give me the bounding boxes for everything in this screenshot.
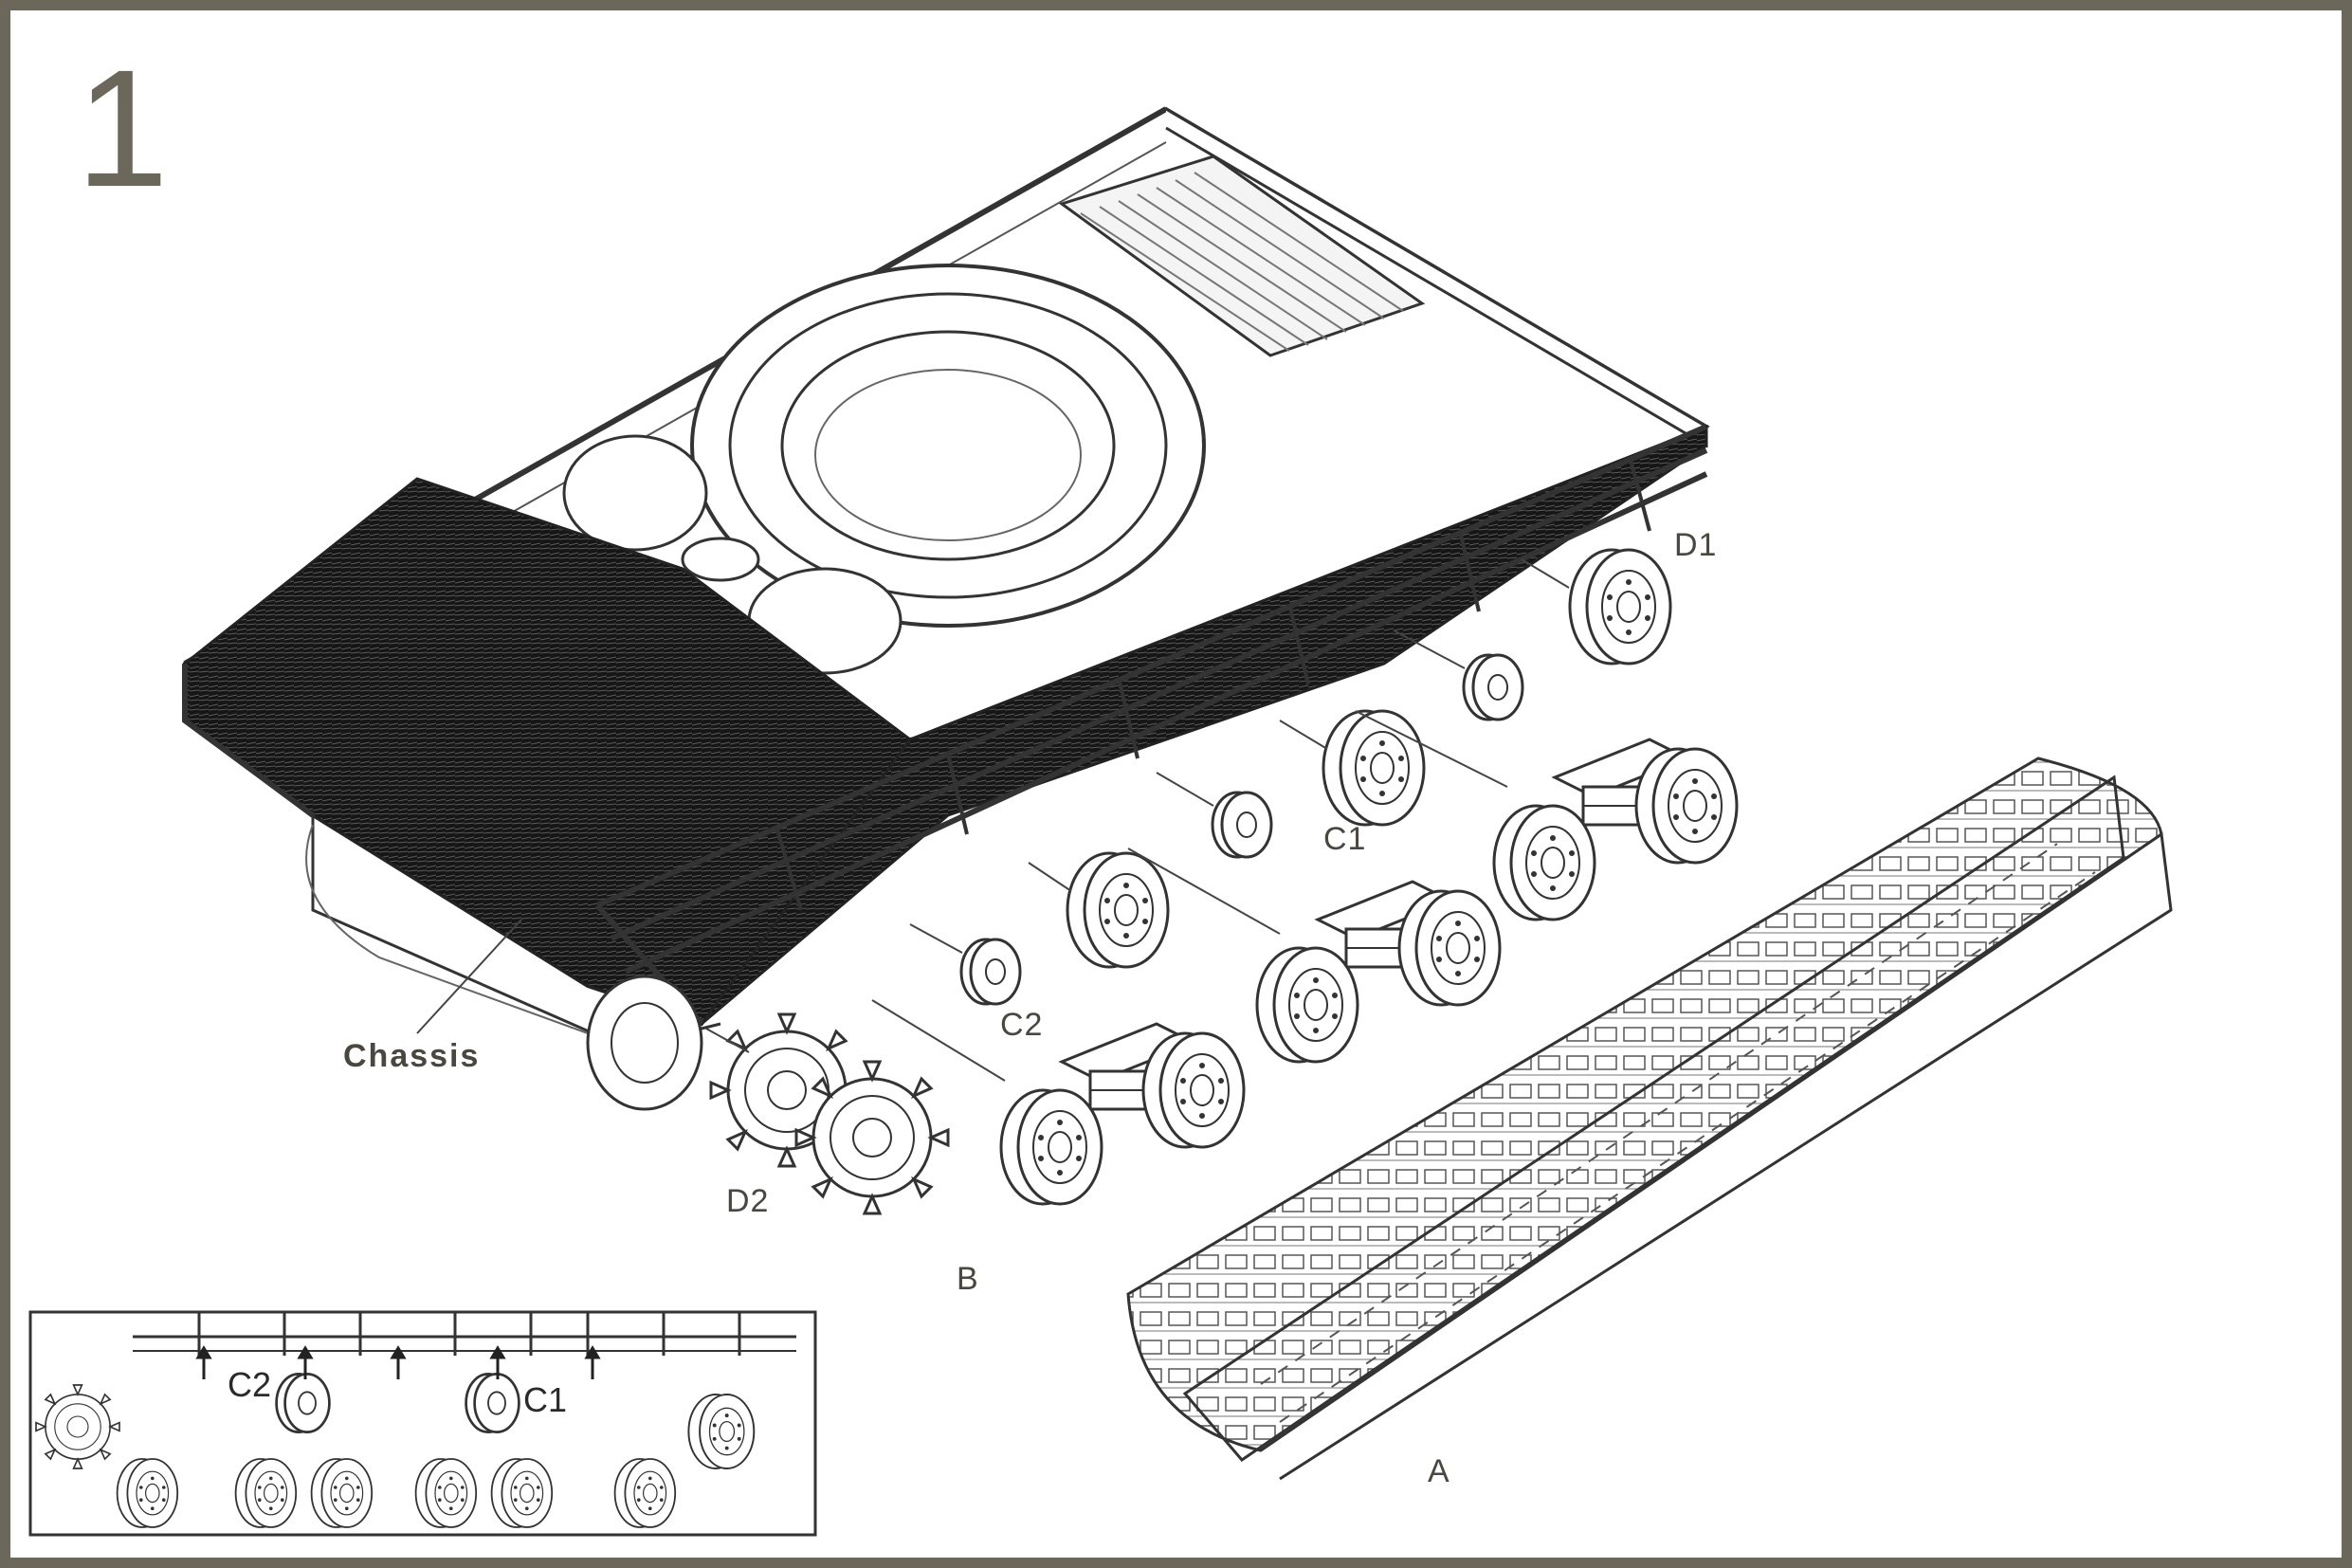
a-label: A	[1428, 1453, 1450, 1489]
chassis-leader	[416, 919, 522, 1034]
part-b-bogies	[871, 710, 1737, 1204]
chassis-hull	[182, 106, 1710, 1111]
d1-label: D1	[1674, 527, 1718, 563]
c2-label: C2	[1000, 1007, 1044, 1043]
step-number: 1	[76, 36, 169, 222]
part-d1-idler	[1521, 548, 1672, 665]
c1-label: C1	[1323, 821, 1367, 857]
part-a-track	[1126, 757, 2173, 1481]
chassis-label: Chassis	[343, 1038, 481, 1074]
inset-c1-label: C1	[523, 1380, 568, 1419]
part-c2-wheels	[1028, 851, 1170, 969]
part-c1-wheels	[1279, 709, 1426, 827]
inset-c2-label: C2	[228, 1365, 272, 1404]
d2-label: D2	[726, 1183, 770, 1219]
part-d2-sprocket	[705, 1012, 950, 1215]
b-label: B	[957, 1261, 979, 1297]
return-rollers	[909, 629, 1524, 1006]
inset-side-view	[28, 1310, 817, 1537]
